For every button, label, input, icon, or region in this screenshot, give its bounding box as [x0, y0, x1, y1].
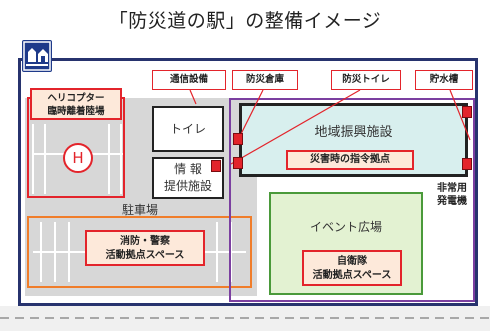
- helipad-marker: H: [63, 143, 93, 173]
- parking-label: 駐車場: [121, 203, 158, 217]
- event-plaza-label: イベント広場: [309, 220, 382, 234]
- page-title: 「防災道の駅」の整備イメージ: [108, 10, 382, 32]
- sdf-activity-label: 自衛隊 活動拠点スペース: [302, 250, 402, 286]
- command-base-label: 災害時の指令拠点: [286, 150, 414, 170]
- fire-zone-stripes: [33, 222, 246, 282]
- regional-facility-label: 地域振興施設: [314, 125, 393, 140]
- emergency-generator-label: 非常用 発電機: [437, 183, 467, 207]
- fire-police-label: 消防・警察 活動拠点スペース: [85, 230, 205, 266]
- disaster-toilet-marker: [233, 157, 243, 169]
- disaster-warehouse-marker: [233, 133, 243, 145]
- toilet-building: トイレ: [152, 106, 224, 152]
- generator-marker: [462, 158, 472, 170]
- water-tank-marker: [462, 106, 472, 118]
- road-lane-markings: [0, 317, 490, 319]
- info-label-line2: 提供施設: [163, 179, 212, 193]
- michi-no-eki-logo-icon: [22, 40, 52, 72]
- communication-equipment-marker: [211, 160, 221, 172]
- callout-disaster-toilet: 防災トイレ: [331, 70, 401, 90]
- callout-warehouse: 防災倉庫: [232, 70, 298, 90]
- helicopter-landing-label: ヘリコプター 臨時離着陸場: [30, 88, 122, 120]
- fire-police-zone: [27, 216, 252, 288]
- callout-communication: 通信設備: [152, 70, 226, 90]
- callout-water-tank: 貯水槽: [415, 70, 473, 90]
- info-label-line1: 情 報: [174, 162, 202, 176]
